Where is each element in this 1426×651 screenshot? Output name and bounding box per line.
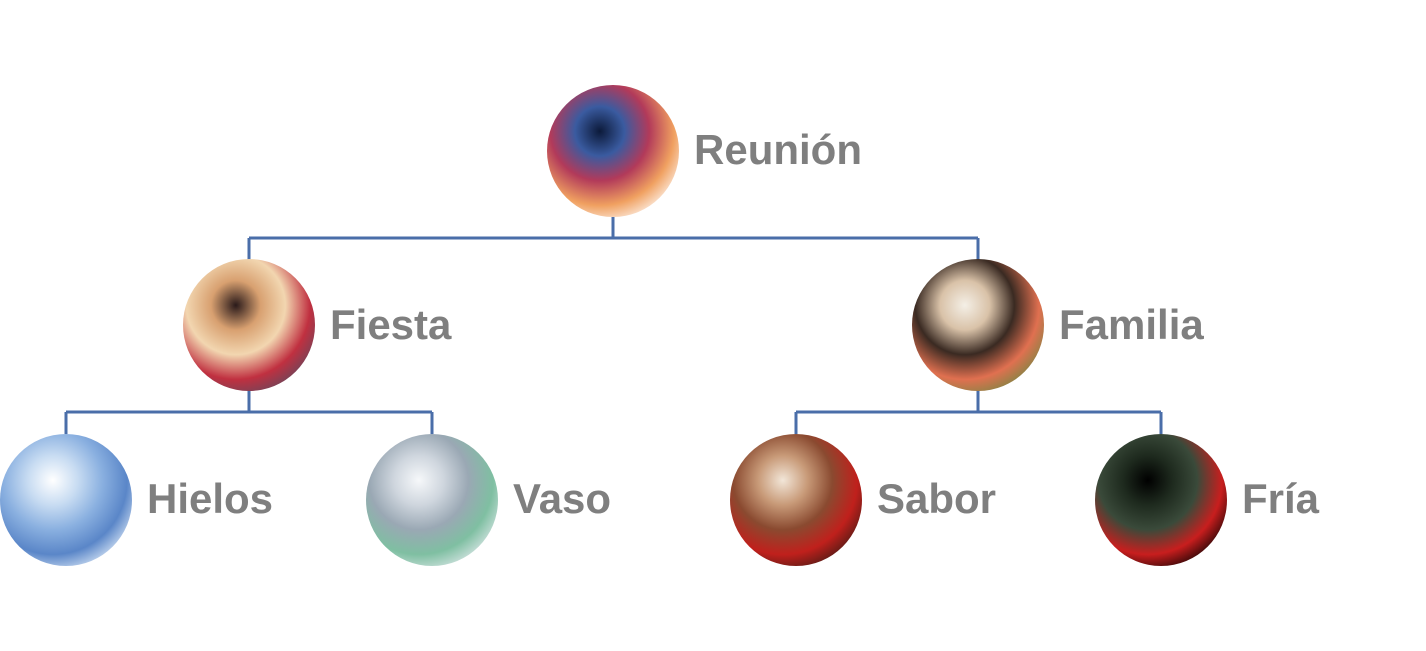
- connectors: [64, 217, 1163, 434]
- vaso-label: Vaso: [513, 475, 611, 522]
- node-fiesta[interactable]: Fiesta: [183, 259, 452, 391]
- fiesta-photo: [183, 259, 315, 391]
- reunion-label: Reunión: [694, 126, 862, 173]
- familia-label: Familia: [1059, 301, 1204, 348]
- familia-photo: [912, 259, 1044, 391]
- fria-label: Fría: [1242, 475, 1320, 522]
- sabor-photo: [730, 434, 862, 566]
- node-fria[interactable]: Fría: [1095, 434, 1320, 566]
- node-familia[interactable]: Familia: [912, 259, 1204, 391]
- node-sabor[interactable]: Sabor: [730, 434, 996, 566]
- node-vaso[interactable]: Vaso: [366, 434, 611, 566]
- connector-reunion-children: [247, 217, 980, 260]
- reunion-photo: [547, 85, 679, 217]
- node-hielos[interactable]: Hielos: [0, 434, 273, 566]
- connector-fiesta-children: [64, 390, 434, 434]
- fiesta-label: Fiesta: [330, 301, 452, 348]
- vaso-photo: [366, 434, 498, 566]
- hielos-label: Hielos: [147, 475, 273, 522]
- node-reunion[interactable]: Reunión: [547, 85, 862, 217]
- fria-photo: [1095, 434, 1227, 566]
- sabor-label: Sabor: [877, 475, 996, 522]
- hielos-photo: [0, 434, 132, 566]
- connector-familia-children: [794, 390, 1163, 434]
